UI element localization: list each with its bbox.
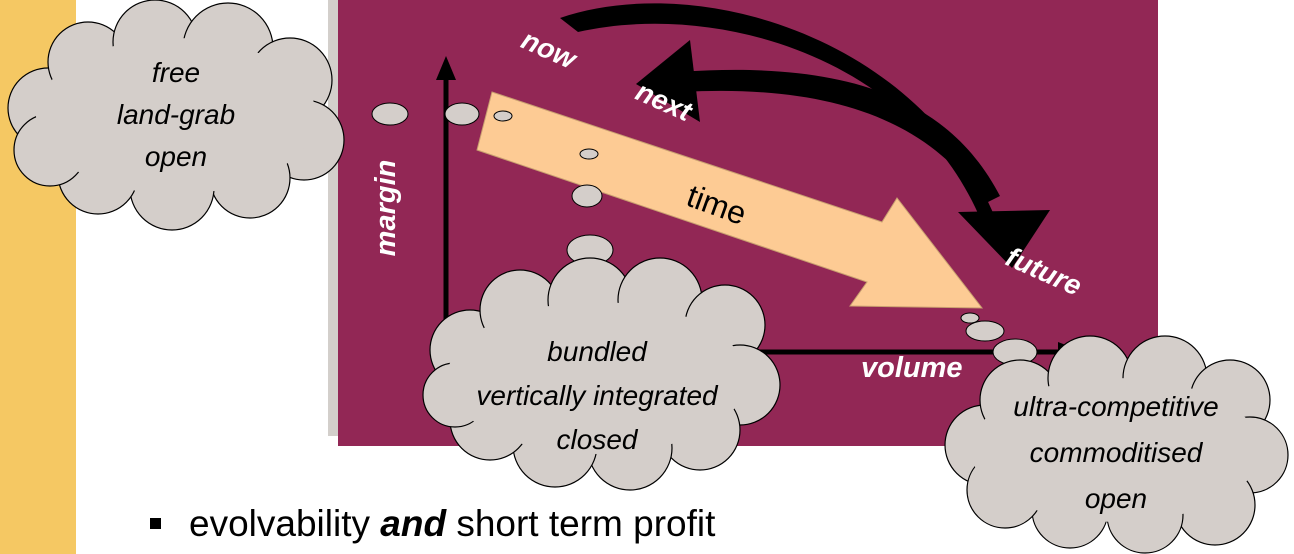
cloud-bottom-line-2: vertically integrated bbox=[476, 380, 719, 411]
thought-trail-right bbox=[960, 312, 1038, 366]
cloud-end: ultra-competitive commoditised open bbox=[944, 335, 1289, 554]
y-axis-arrowhead bbox=[436, 56, 456, 80]
cloud-end-line-3: open bbox=[1085, 483, 1147, 514]
cloud-start-line-2: land-grab bbox=[117, 99, 235, 130]
time-arrow bbox=[476, 91, 984, 309]
bullet-text-after: short term profit bbox=[446, 503, 716, 544]
bullet-marker bbox=[150, 517, 161, 529]
bullet-text-emphasis: and bbox=[380, 503, 447, 544]
x-axis-label: volume bbox=[861, 352, 963, 384]
cloud-start-line-3: open bbox=[145, 141, 207, 172]
curved-arrow-future-to-next bbox=[636, 40, 1000, 204]
bullet-point: evolvability and short term profit bbox=[150, 496, 715, 552]
cloud-start-line-1: free bbox=[152, 57, 200, 88]
y-axis-label: margin bbox=[370, 160, 402, 257]
cloud-bottom: bundled vertically integrated closed bbox=[422, 257, 781, 491]
bullet-text-before: evolvability bbox=[189, 503, 381, 544]
stage-label-future: future bbox=[1001, 241, 1086, 302]
cloud-start: free land-grab open bbox=[7, 0, 345, 231]
cloud-bottom-line-3: closed bbox=[557, 424, 639, 455]
stage-label-now: now bbox=[517, 24, 583, 76]
thought-trail-middle bbox=[566, 148, 614, 266]
thought-trail-left bbox=[371, 102, 513, 126]
cloud-bottom-line-1: bundled bbox=[547, 336, 648, 367]
cloud-end-line-1: ultra-competitive bbox=[1013, 391, 1218, 422]
cloud-end-line-2: commoditised bbox=[1030, 437, 1204, 468]
